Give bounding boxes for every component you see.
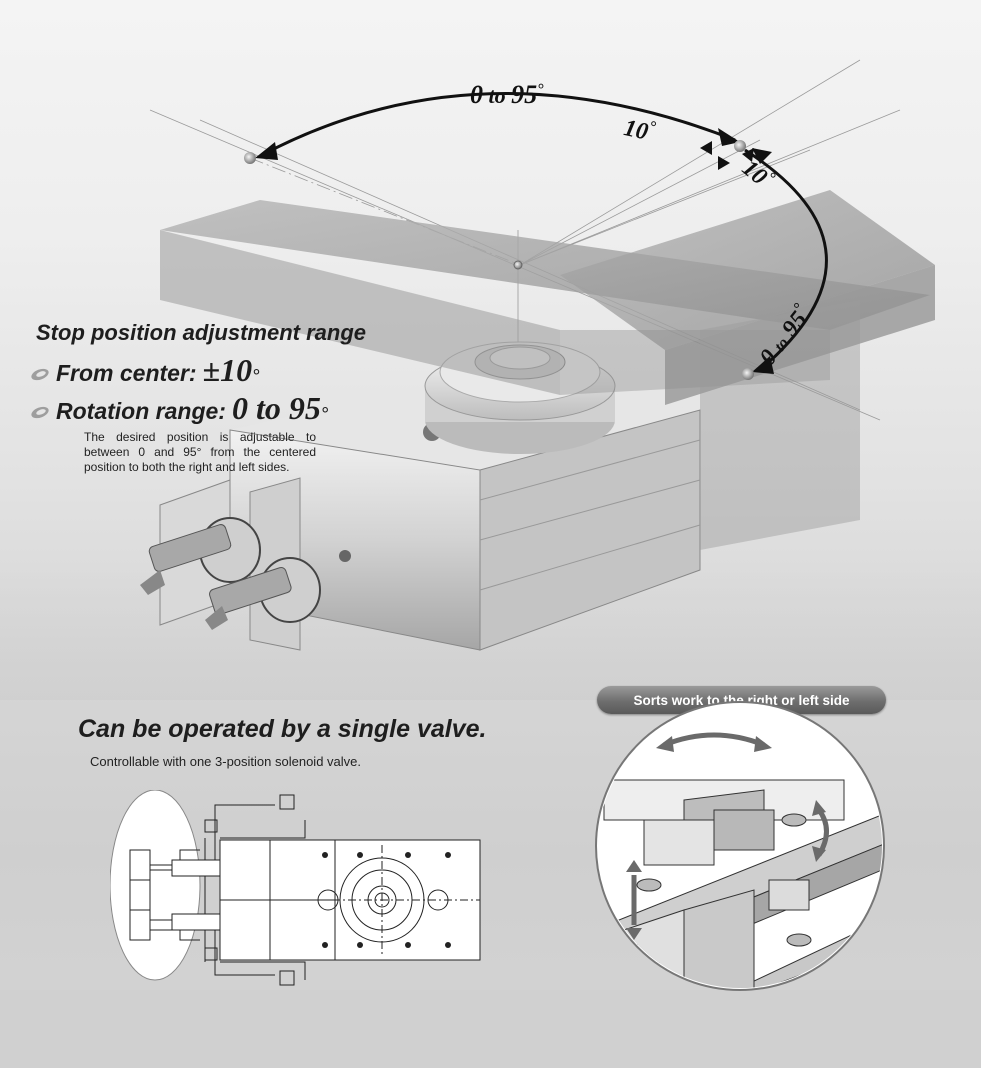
rotation-range-line: Rotation range: 0 to 95° <box>30 390 328 427</box>
arrow-heads <box>255 128 774 374</box>
range-arrows <box>261 92 828 372</box>
stop-description: The desired position is adjustable to be… <box>84 430 316 474</box>
sorts-badge: Sorts work to the right or left side <box>597 686 886 714</box>
sorting-illustration <box>595 701 885 991</box>
from-center-value: ±10 <box>202 352 253 388</box>
bullet-ellipse-icon <box>31 368 49 381</box>
top-range-label: 0 to 95° <box>470 80 544 109</box>
left-offset-label: 10° <box>621 115 658 146</box>
from-center-line: From center: ±10° <box>30 352 259 389</box>
valve-title: Can be operated by a single valve. <box>78 715 487 743</box>
background-footer-band <box>0 990 981 1068</box>
rotation-range-value: 0 to 95 <box>231 390 321 426</box>
marker-left <box>244 152 256 164</box>
valve-circuit-diagram <box>110 790 481 986</box>
marker-top-right <box>734 140 746 152</box>
sorting-scene <box>598 779 882 988</box>
from-center-unit: ° <box>252 365 260 385</box>
rotary-table-illustration <box>140 59 935 651</box>
adjust-screws <box>140 517 321 630</box>
bullet-ellipse-icon <box>31 406 49 419</box>
valve-subtitle: Controllable with one 3-position solenoi… <box>90 754 361 769</box>
rotation-range-label: Rotation range: <box>56 398 226 424</box>
stop-position-title: Stop position adjustment range <box>36 320 367 345</box>
marker-right <box>742 368 754 380</box>
from-center-label: From center: <box>56 360 197 386</box>
plate-top <box>160 200 930 330</box>
plate-right-arm <box>700 300 860 550</box>
rotation-range-unit: ° <box>320 403 329 423</box>
